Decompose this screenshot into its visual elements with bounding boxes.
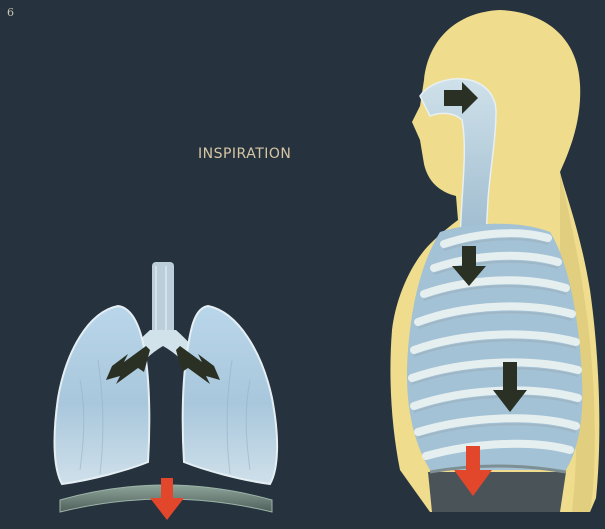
torso-diagram: [390, 10, 599, 512]
lungs-diagram: [55, 262, 278, 520]
red-arrow-icon: [150, 478, 184, 520]
abdomen: [428, 472, 566, 512]
right-lung: [183, 306, 277, 484]
